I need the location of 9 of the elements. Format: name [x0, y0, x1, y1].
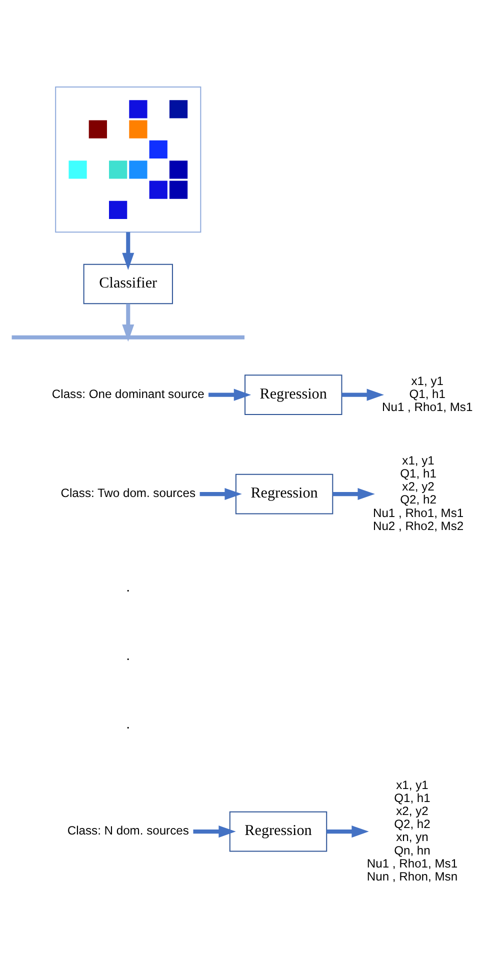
- node-text: Class: Two dom. sources: [60, 486, 196, 500]
- node-text: x1, y1 Q1, h1 x2, y2 Q2, h2 xn, yn Qn, hn Nu1 , Rho1, Ms1 Nun , Rhon, Msn: [366, 777, 458, 884]
- label: .: [126, 578, 130, 594]
- node-text: x1, y1 Q1, h1 x2, y2 Q2, h2 Nu1 , Rho1, Ms1 Nu2 , Rho2, Ms2: [372, 452, 464, 532]
- node-text: Class: N dom. sources: [67, 823, 189, 838]
- node-text: Class: One dominant source: [52, 386, 204, 400]
- node-text: x1, y1 Q1, h1 Nu1 , Rho1, Ms1: [382, 373, 473, 414]
- label: .: [126, 714, 130, 731]
- label: .: [126, 646, 130, 662]
